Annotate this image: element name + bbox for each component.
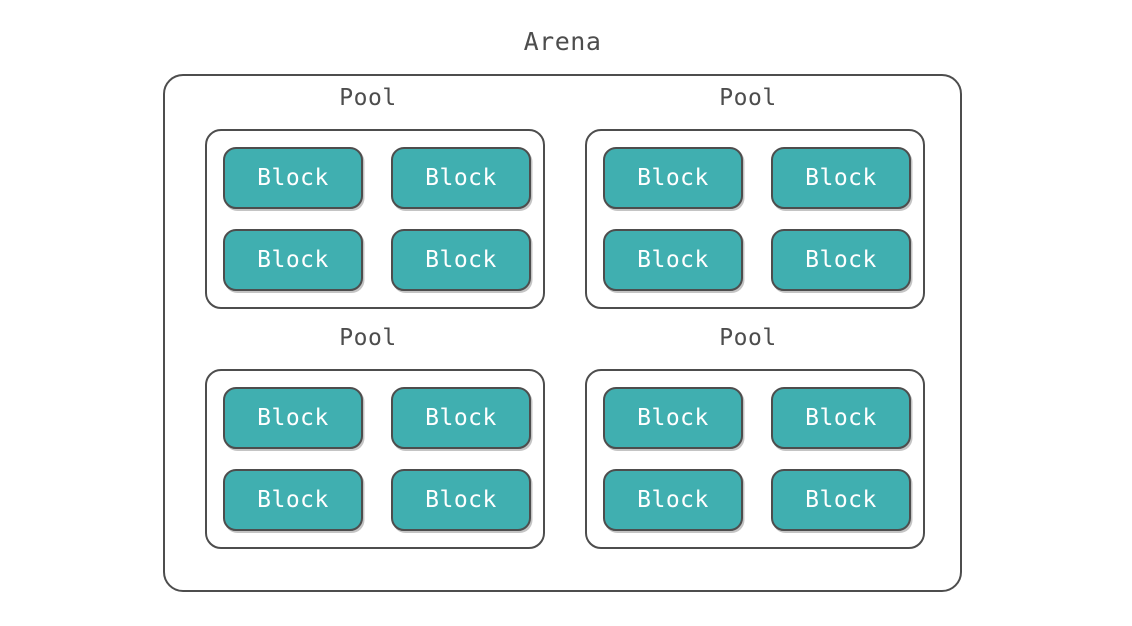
arena-title: Arena [523,27,602,56]
block-grid-3: Block Block Block Block [603,387,911,531]
pool-container-2: Block Block Block Block [205,369,545,549]
pool-label-0: Pool [339,85,397,111]
block-grid-1: Block Block Block Block [603,147,911,291]
pool-label-1: Pool [719,85,777,111]
block-0-2: Block [223,229,363,291]
arena-container: Pool Block Block Block Block Pool Block … [163,74,962,592]
block-3-2: Block [603,469,743,531]
pool-container-1: Block Block Block Block [585,129,925,309]
pool-cell-2: Pool Block Block Block Block [192,323,545,568]
block-3-1: Block [771,387,911,449]
block-2-3: Block [391,469,531,531]
pool-cell-1: Pool Block Block Block Block [572,83,925,328]
pool-container-0: Block Block Block Block [205,129,545,309]
block-0-3: Block [391,229,531,291]
block-grid-0: Block Block Block Block [223,147,531,291]
pool-label-3: Pool [719,325,777,351]
pool-cell-3: Pool Block Block Block Block [572,323,925,568]
block-3-3: Block [771,469,911,531]
block-1-0: Block [603,147,743,209]
block-3-0: Block [603,387,743,449]
pool-container-3: Block Block Block Block [585,369,925,549]
block-2-1: Block [391,387,531,449]
block-0-0: Block [223,147,363,209]
block-1-2: Block [603,229,743,291]
pool-label-2: Pool [339,325,397,351]
block-2-2: Block [223,469,363,531]
block-grid-2: Block Block Block Block [223,387,531,531]
block-0-1: Block [391,147,531,209]
block-1-1: Block [771,147,911,209]
block-2-0: Block [223,387,363,449]
block-1-3: Block [771,229,911,291]
pool-cell-0: Pool Block Block Block Block [192,83,545,328]
